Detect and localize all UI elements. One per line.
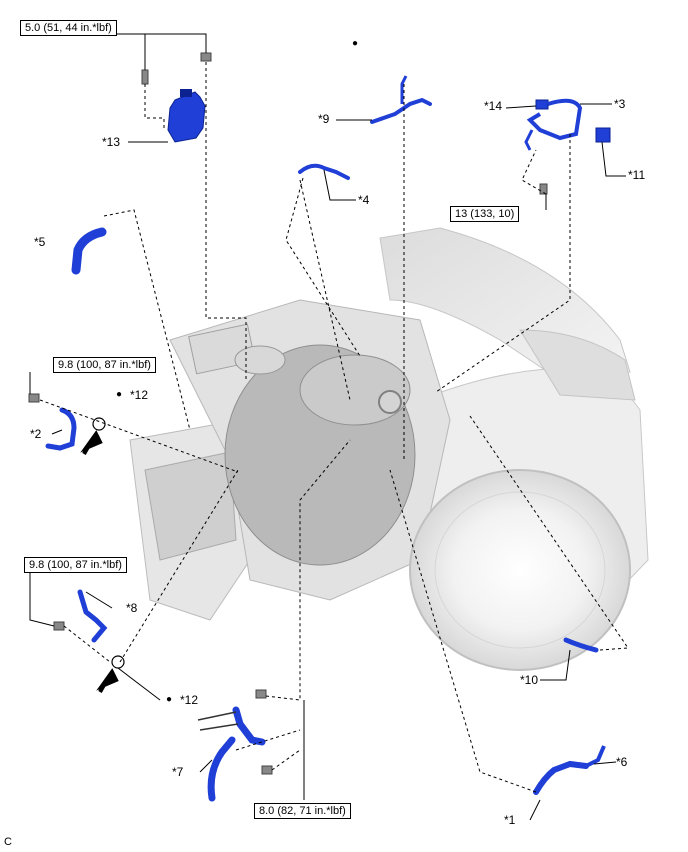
- callout-label: *3: [614, 97, 626, 111]
- gasket-12a: [92, 417, 106, 431]
- bullet-marker: ●: [352, 38, 359, 49]
- callout-label: *10: [520, 673, 539, 687]
- part-14-connector: [535, 99, 549, 110]
- gasket-12b: [111, 655, 125, 669]
- part-7-branch: [197, 711, 239, 731]
- callout-label: *12: [180, 693, 199, 707]
- part-13-cap: [180, 89, 192, 97]
- parts: [28, 52, 611, 802]
- part-4-hose: [298, 163, 350, 180]
- torque-spec-text: 13 (133, 10): [455, 208, 515, 220]
- callout-label: *5: [34, 235, 46, 249]
- part-5-hose: [71, 227, 107, 275]
- arrow-8: [96, 668, 119, 693]
- bullet-marker: ●: [166, 694, 173, 705]
- part-1-hose: [533, 760, 589, 795]
- part-9-hose-upper: [400, 75, 408, 104]
- callout-label: *2: [30, 427, 42, 441]
- part-11-relay: [595, 127, 611, 143]
- grille: [144, 451, 237, 561]
- part-3-harness: [526, 98, 583, 141]
- bullet-marker: ●: [116, 389, 123, 400]
- bolt-7a: [255, 689, 267, 699]
- arrow-2: [80, 430, 103, 455]
- torque-spec-text: 9.8 (100, 87 in.*lbf): [29, 559, 122, 571]
- callout-label: *11: [628, 168, 646, 182]
- callout-label: *6: [616, 755, 628, 769]
- bolt-8: [53, 621, 65, 631]
- wheel-rim: [434, 491, 606, 649]
- solid-leaders: [29, 33, 626, 821]
- arrows: [80, 430, 119, 693]
- front-wheel: [409, 469, 631, 671]
- part-7-pipe: [207, 706, 266, 802]
- bolt-3: [539, 183, 548, 195]
- callout-label: *1: [504, 813, 516, 827]
- callout-label: *13: [102, 135, 121, 149]
- torque-spec-box: 5.0 (51, 44 in.*lbf): [20, 20, 117, 36]
- throttle-body: [378, 390, 402, 414]
- torque-spec-text: 5.0 (51, 44 in.*lbf): [25, 22, 112, 34]
- torque-spec-box: 9.8 (100, 87 in.*lbf): [24, 557, 127, 573]
- dashed-leaders: [39, 62, 629, 793]
- part-10-hose: [563, 637, 599, 653]
- figure-corner-label: C: [4, 836, 12, 848]
- callout-label: *9: [318, 112, 330, 126]
- torque-spec-box: 13 (133, 10): [450, 206, 520, 222]
- part-9-hose: [370, 97, 432, 124]
- nut-13: [200, 52, 212, 62]
- part-2-hose: [45, 407, 77, 451]
- vehicle-body: [129, 227, 649, 671]
- windshield: [519, 329, 636, 401]
- part-6-connector: [585, 745, 606, 768]
- engine-top: [299, 354, 411, 426]
- torque-spec-text: 8.0 (82, 71 in.*lbf): [259, 805, 346, 817]
- torque-spec-text: 9.8 (100, 87 in.*lbf): [58, 359, 151, 371]
- part-8-hose: [77, 589, 108, 643]
- bolt-2: [28, 393, 40, 403]
- callout-label: *7: [172, 765, 184, 779]
- callout-label: *14: [484, 99, 503, 113]
- bolt-13: [141, 69, 149, 85]
- callout-label: *12: [130, 388, 149, 402]
- reservoir: [234, 345, 286, 375]
- callout-label: *4: [358, 193, 370, 207]
- part-13-reservoir-tank: [167, 91, 206, 143]
- bolt-7b: [261, 765, 273, 775]
- torque-spec-box: 8.0 (82, 71 in.*lbf): [254, 803, 351, 819]
- part-3-lower: [524, 129, 534, 151]
- torque-spec-box: 9.8 (100, 87 in.*lbf): [53, 357, 156, 373]
- callout-label: *8: [126, 601, 138, 615]
